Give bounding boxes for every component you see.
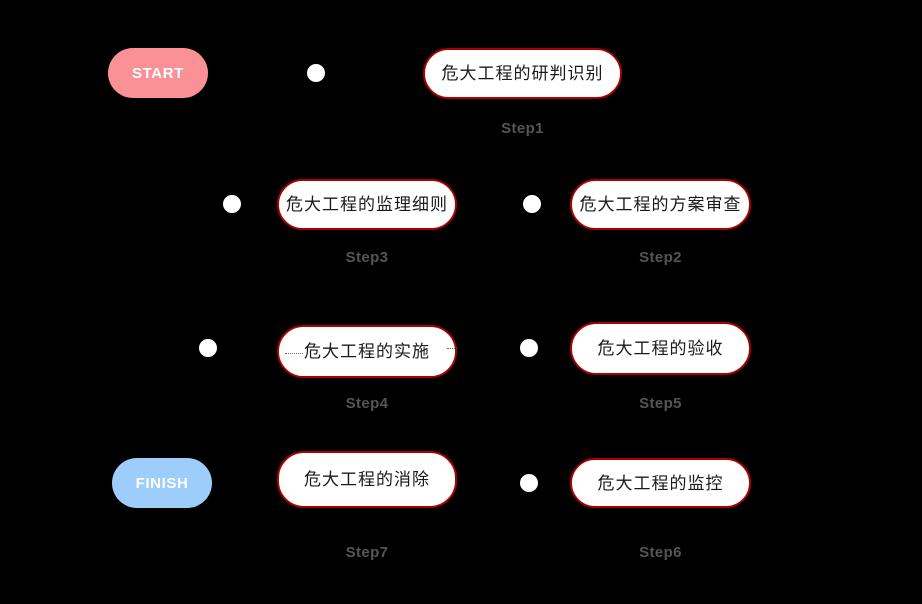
node-step6[interactable]: 危大工程的监控	[570, 458, 751, 508]
dashed-connector-in-step4	[285, 353, 303, 354]
caption-step4: Step4	[345, 395, 389, 412]
start-terminal-label: START	[132, 64, 184, 82]
connector-dot-step4	[199, 339, 217, 357]
connector-dot-step1	[307, 64, 325, 82]
node-step5-text: 危大工程的验收	[597, 339, 724, 358]
dashed-connector-out-step4	[447, 348, 457, 349]
node-step4[interactable]: 危大工程的实施	[277, 325, 457, 378]
node-step5[interactable]: 危大工程的验收	[570, 322, 751, 375]
node-step6-text: 危大工程的监控	[597, 473, 724, 493]
caption-step2: Step2	[639, 249, 682, 266]
node-step1-text: 危大工程的研判识别	[441, 64, 604, 83]
node-step7-text: 危大工程的消除	[304, 470, 430, 489]
start-terminal[interactable]: START	[108, 48, 208, 98]
node-step1[interactable]: 危大工程的研判识别	[423, 48, 622, 99]
caption-step7: Step7	[345, 544, 389, 561]
node-step3[interactable]: 危大工程的监理细则	[277, 179, 457, 230]
finish-terminal[interactable]: FINISH	[112, 458, 212, 508]
connector-dot-step2	[523, 195, 541, 213]
caption-step6: Step6	[639, 544, 682, 561]
connector-dot-step3	[223, 195, 241, 213]
node-step2-text: 危大工程的方案审查	[579, 195, 742, 214]
node-step2[interactable]: 危大工程的方案审查	[570, 179, 751, 230]
connector-dot-step5	[520, 339, 538, 357]
node-step3-text: 危大工程的监理细则	[286, 195, 448, 214]
caption-step1: Step1	[501, 120, 544, 137]
node-step4-text: 危大工程的实施	[304, 342, 430, 361]
connector-dot-step6	[520, 474, 538, 492]
finish-terminal-label: FINISH	[135, 474, 189, 492]
caption-step5: Step5	[639, 395, 682, 412]
caption-step3: Step3	[345, 249, 389, 266]
node-step7[interactable]: 危大工程的消除	[277, 451, 457, 508]
